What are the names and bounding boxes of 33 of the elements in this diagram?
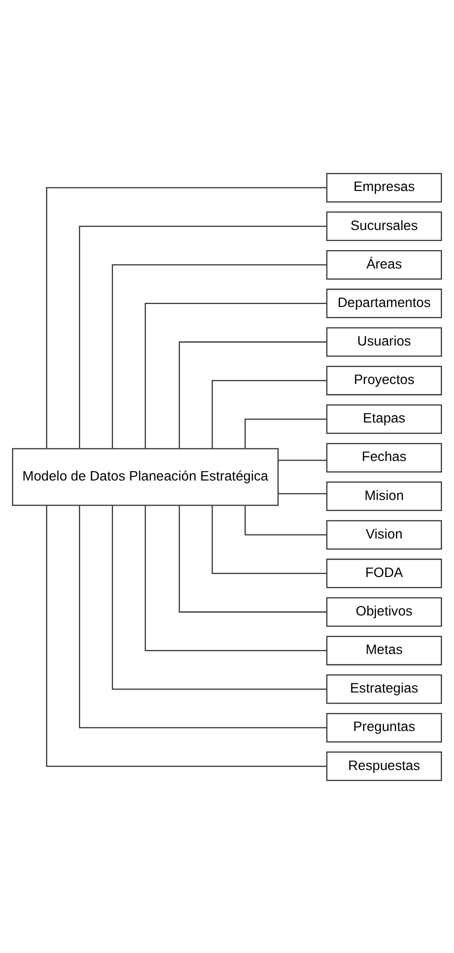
connector bbox=[46, 186, 326, 448]
node-box: Metas bbox=[326, 635, 442, 665]
node-box: Mision bbox=[326, 481, 442, 511]
connector bbox=[278, 492, 327, 494]
node-box: Departamentos bbox=[326, 288, 442, 318]
node-box: FODA bbox=[326, 558, 442, 588]
node-box: Empresas bbox=[326, 172, 442, 202]
node-box: Respuestas bbox=[326, 751, 442, 781]
connector bbox=[112, 264, 326, 448]
connector bbox=[212, 504, 326, 574]
connector bbox=[78, 225, 327, 448]
connector bbox=[144, 505, 327, 651]
node-box: Preguntas bbox=[326, 712, 442, 742]
connector bbox=[144, 302, 327, 448]
node-box: Estrategias bbox=[326, 674, 442, 704]
connector bbox=[112, 505, 326, 690]
connector bbox=[244, 505, 327, 535]
node-box: Sucursales bbox=[326, 211, 442, 241]
connector bbox=[278, 459, 327, 460]
connector bbox=[244, 418, 327, 448]
connector bbox=[78, 505, 327, 728]
connector bbox=[178, 505, 327, 612]
connector bbox=[212, 380, 326, 448]
node-box: Objetivos bbox=[326, 596, 442, 626]
connector bbox=[178, 340, 327, 448]
node-box: Fechas bbox=[326, 442, 442, 472]
node-box: Usuarios bbox=[326, 326, 442, 356]
connector bbox=[46, 505, 326, 766]
node-box: Etapas bbox=[326, 404, 442, 434]
node-box: Vision bbox=[326, 520, 442, 550]
node-box: Modelo de Datos Planeación Estratégica bbox=[12, 448, 279, 506]
node-box: Áreas bbox=[326, 250, 442, 280]
node-box: Proyectos bbox=[326, 365, 442, 395]
